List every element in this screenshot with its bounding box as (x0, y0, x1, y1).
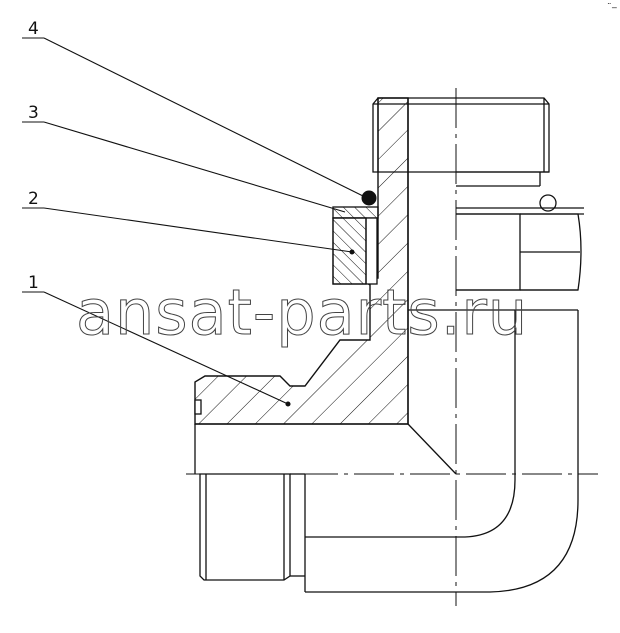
o-ring (361, 190, 377, 206)
washer (332, 206, 379, 219)
corner-mark: ¨‒ (607, 3, 618, 13)
locknut-hex-view (456, 194, 584, 291)
leader-lines (22, 37, 364, 407)
callout-number-4: 4 (28, 19, 39, 39)
lower-connection (194, 399, 408, 592)
locknut-section (332, 217, 378, 285)
callout-number-2: 2 (28, 189, 39, 209)
elbow-body-view (305, 309, 579, 593)
watermark-text: ansat-parts.ru (76, 276, 528, 349)
callout-number-3: 3 (28, 103, 39, 123)
callout-number-1: 1 (28, 273, 39, 293)
